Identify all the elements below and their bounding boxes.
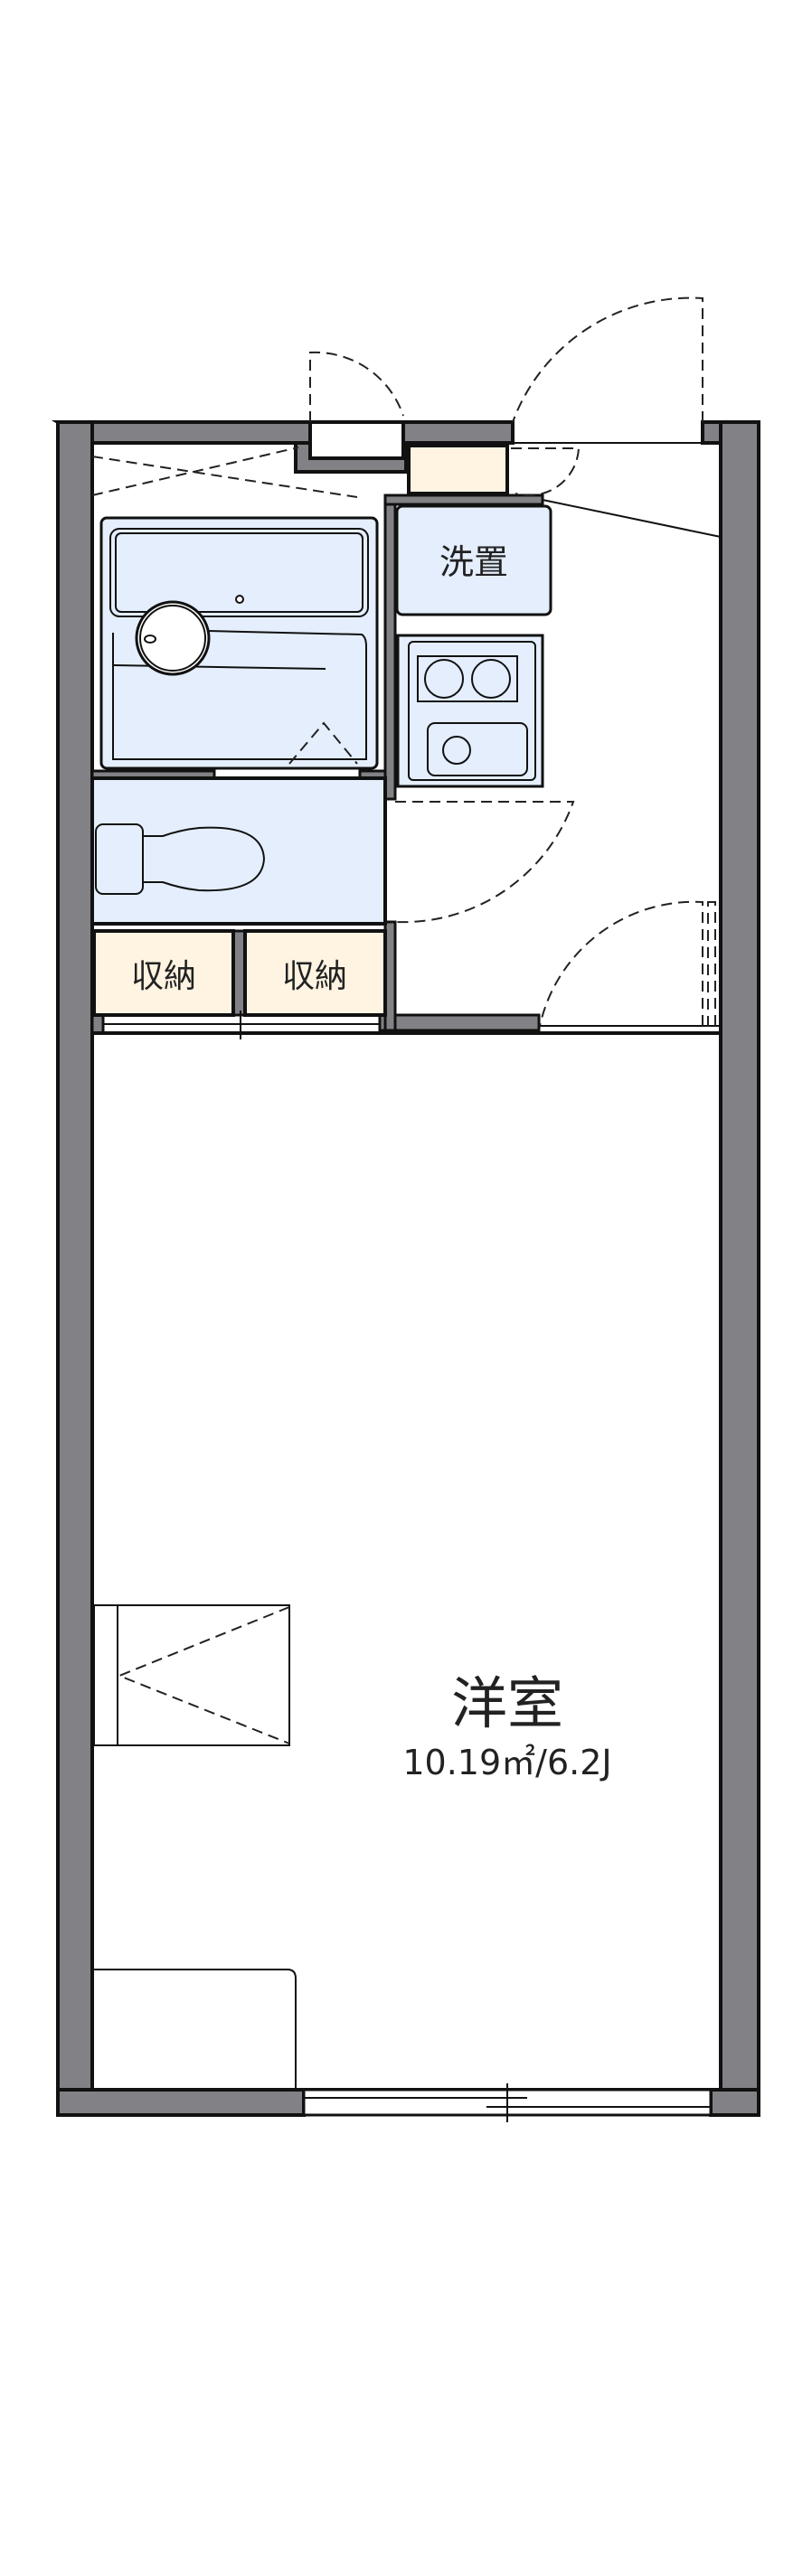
- shoe-box-dashes: [91, 447, 358, 498]
- toilet-door-swing: [394, 801, 575, 924]
- washer-space: [395, 504, 552, 616]
- top-window: [308, 420, 405, 460]
- bathtub: [99, 516, 379, 770]
- western-room: [90, 1031, 722, 2092]
- western-room-label: 洋室: [451, 1670, 563, 1736]
- storage-2-label: 収納: [282, 958, 347, 995]
- sink-drain-icon: [442, 736, 471, 765]
- western-room-area: 10.19㎡/6.2J: [402, 1743, 611, 1782]
- desk: [94, 1969, 297, 2090]
- room-door-swing[interactable]: [539, 900, 703, 1027]
- washer-label: 洗置: [439, 542, 508, 582]
- entry-step: [542, 499, 722, 538]
- stove-burner-icon: [424, 659, 464, 699]
- stove-burner-icon: [471, 659, 511, 699]
- balcony-window[interactable]: [302, 2083, 713, 2122]
- kitchen: [396, 634, 544, 788]
- closet: [93, 1604, 290, 1746]
- toilet: [90, 776, 387, 926]
- storage-1-label: 収納: [131, 958, 196, 995]
- storage-1: [92, 929, 235, 1017]
- entrance-door[interactable]: [309, 296, 721, 444]
- top-storage: [407, 444, 509, 495]
- storage-2: [243, 929, 387, 1017]
- storage-door-swing: [511, 447, 581, 497]
